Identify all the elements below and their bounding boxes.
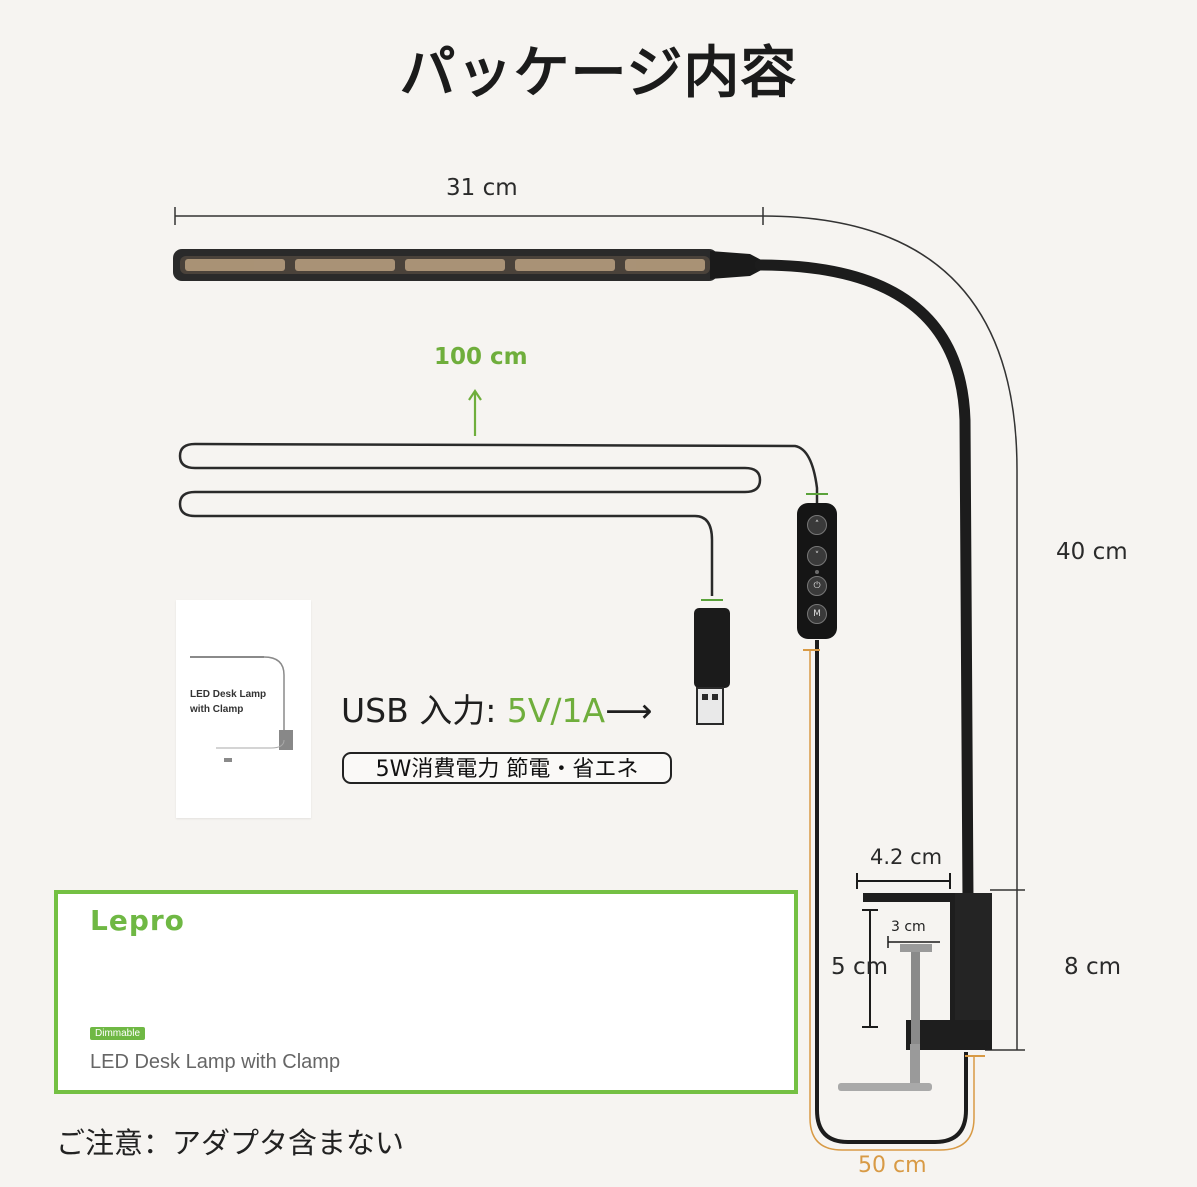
- inline-controller: ˄ ˅ ⏻ M: [797, 503, 837, 639]
- cable-length-arrow: [468, 389, 482, 436]
- down-icon: ˅: [807, 546, 827, 566]
- product-name: LED Desk Lamp with Clamp: [90, 1051, 341, 1073]
- usb-input-label: USB 入力: 5V/1A⟶: [341, 684, 652, 732]
- clamp-height-label: 5 cm: [831, 954, 888, 980]
- gooseneck-arm: [754, 259, 974, 906]
- power-icon: ⏻: [807, 576, 827, 596]
- mode-icon: M: [807, 604, 827, 624]
- usb-label-text: USB 入力:: [341, 691, 497, 730]
- clamp: [838, 893, 992, 1091]
- width-label: 31 cm: [446, 175, 518, 201]
- dimmable-tag: Dimmable: [90, 1027, 146, 1040]
- adapter-note: ご注意：アダプタ含まない: [56, 1126, 405, 1160]
- usb-cable: [178, 442, 819, 596]
- cable-length-dimension: [809, 650, 975, 1151]
- cable-length-label: 100 cm: [434, 344, 528, 370]
- manual-title-line1: LED Desk Lamp: [190, 689, 267, 700]
- page-title: パッケージ内容: [399, 41, 798, 106]
- clamp-inner-label: 3 cm: [891, 919, 926, 935]
- arrow-right-icon: ⟶: [605, 691, 653, 730]
- indicator-dot: [815, 570, 819, 574]
- lamp-head: [173, 249, 765, 281]
- manual-title-line2: with Clamp: [190, 704, 244, 715]
- brand-logo: Lepro: [90, 904, 185, 937]
- up-icon: ˄: [807, 515, 827, 535]
- usb-plug-icon: [694, 608, 730, 725]
- manual-lamp-sketch: [190, 656, 293, 762]
- base-height-label: 8 cm: [1064, 954, 1121, 980]
- instruction-manual: LED Desk Lamp with Clamp: [176, 600, 311, 818]
- height-label: 40 cm: [1056, 539, 1128, 565]
- usb-value: 5V/1A: [506, 691, 606, 730]
- clamp-width-label: 4.2 cm: [870, 845, 943, 869]
- width-dimension-bracket: [174, 207, 764, 225]
- height-dimension-arc: [762, 215, 1018, 890]
- gooseneck-length-label: 50 cm: [858, 1153, 927, 1178]
- power-badge: 5W消費電力 節電・省エネ: [342, 752, 672, 784]
- product-box: Lepro Dimmable LED Desk Lamp with Clamp: [54, 890, 798, 1094]
